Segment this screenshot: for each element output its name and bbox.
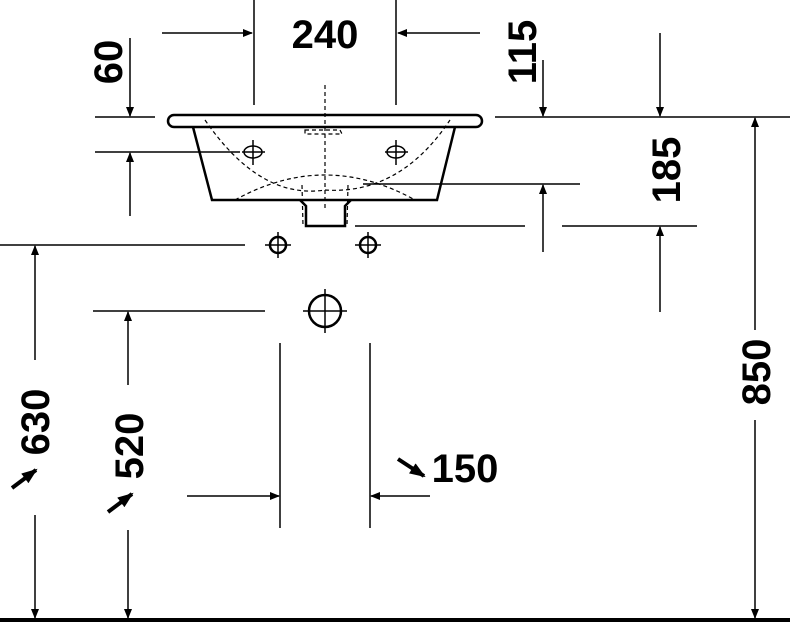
connection-points (265, 232, 381, 333)
dim-115: 115 (501, 20, 545, 85)
overflow-slot (304, 129, 343, 135)
basin-body (191, 126, 457, 202)
supply-point-left (265, 232, 291, 258)
pointer-arrow-icon (10, 468, 38, 490)
tap-hole-right (385, 140, 408, 165)
dim-60: 60 (87, 40, 131, 85)
pointer-arrow-icon (396, 457, 426, 478)
pointer-arrow-icon (106, 492, 134, 514)
dim-150: 150 (432, 447, 499, 491)
dim-520: 520 (108, 413, 152, 480)
dim-240: 240 (292, 13, 359, 57)
dim-850: 850 (735, 339, 779, 406)
waste-connection (303, 289, 347, 333)
dim-630: 630 (14, 389, 58, 456)
drain-outlet (299, 199, 352, 228)
bowl-bottom-hidden-line (234, 174, 416, 201)
dim-185: 185 (645, 137, 689, 204)
supply-point-right (355, 232, 381, 258)
bowl-hidden-line (204, 119, 451, 192)
tap-hole-left (242, 140, 265, 165)
washbasin-side-view (166, 85, 484, 228)
